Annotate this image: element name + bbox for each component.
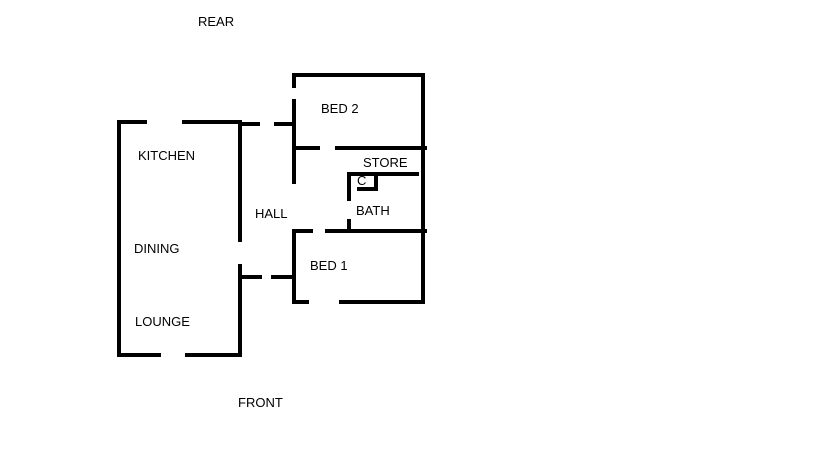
room-label-kitchen: KITCHEN: [138, 148, 195, 163]
front-label: FRONT: [238, 395, 283, 410]
room-label-bed1: BED 1: [310, 258, 348, 273]
room-label-dining: DINING: [134, 241, 180, 256]
left-block-walls: [117, 120, 242, 357]
room-label-bath: BATH: [356, 203, 390, 218]
hall-walls: [242, 122, 295, 279]
room-label-bed2: BED 2: [321, 101, 359, 116]
room-label-store: STORE: [363, 155, 408, 170]
room-label-lounge: LOUNGE: [135, 314, 190, 329]
room-label-hall: HALL: [255, 206, 288, 221]
rear-label: REAR: [198, 14, 234, 29]
room-label-cupboard: C: [357, 173, 366, 188]
right-block-walls: [292, 73, 427, 304]
